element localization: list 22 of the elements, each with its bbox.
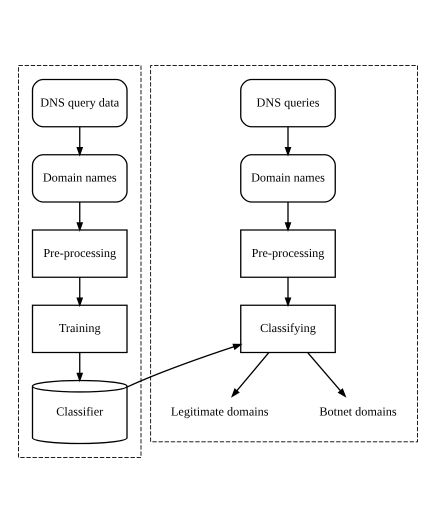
- node-box: Domain names: [240, 154, 336, 203]
- node-box: Classifying: [240, 304, 336, 354]
- arrow: [231, 352, 270, 398]
- arrow: [284, 126, 292, 157]
- arrow: [284, 277, 292, 308]
- cluster: [18, 65, 142, 458]
- node-box: Pre-processing: [32, 229, 128, 278]
- arrow: [76, 202, 84, 232]
- arrow: [307, 352, 346, 398]
- node-text: Botnet domains: [319, 404, 397, 418]
- node-box: Domain names: [32, 154, 128, 203]
- arrow: [127, 344, 243, 388]
- node-box: DNS query data: [32, 78, 128, 128]
- arrow: [76, 352, 84, 382]
- node-box: Pre-processing: [240, 229, 336, 278]
- cluster: [150, 65, 418, 442]
- node-box: Training: [32, 304, 128, 354]
- arrow: [76, 277, 84, 308]
- node-text: Legitimate domains: [170, 404, 269, 418]
- arrow: [76, 126, 84, 157]
- node-box: DNS queries: [240, 78, 336, 128]
- arrow: [284, 202, 292, 232]
